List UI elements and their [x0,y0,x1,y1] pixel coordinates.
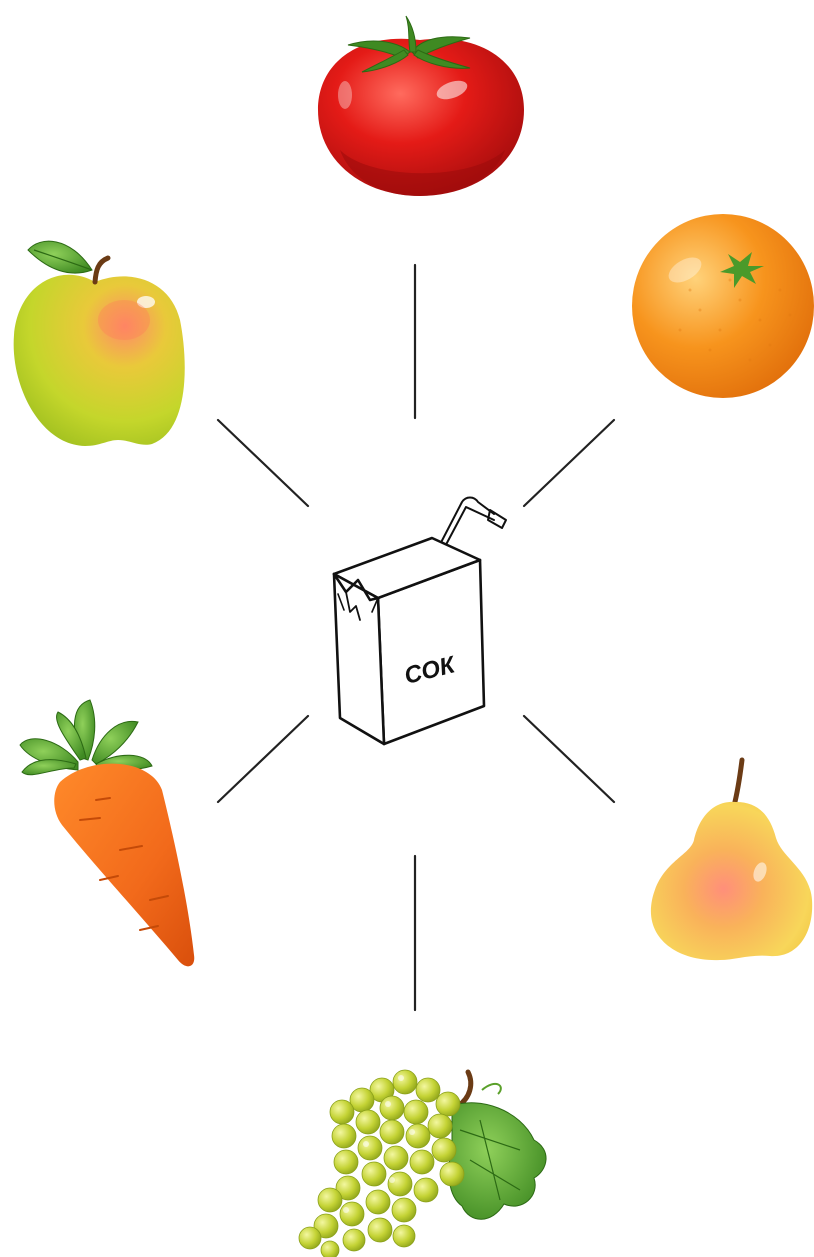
line-to-carrot [218,716,308,802]
tomato-icon [318,16,524,196]
pear-icon [651,760,812,960]
orange-icon [632,214,814,398]
line-to-orange [524,420,614,506]
grapes-icon [299,1070,546,1257]
apple-icon [14,241,185,446]
juice-box-icon [334,498,506,745]
line-to-apple [218,420,308,506]
carrot-icon [20,700,194,966]
line-to-pear [524,716,614,802]
